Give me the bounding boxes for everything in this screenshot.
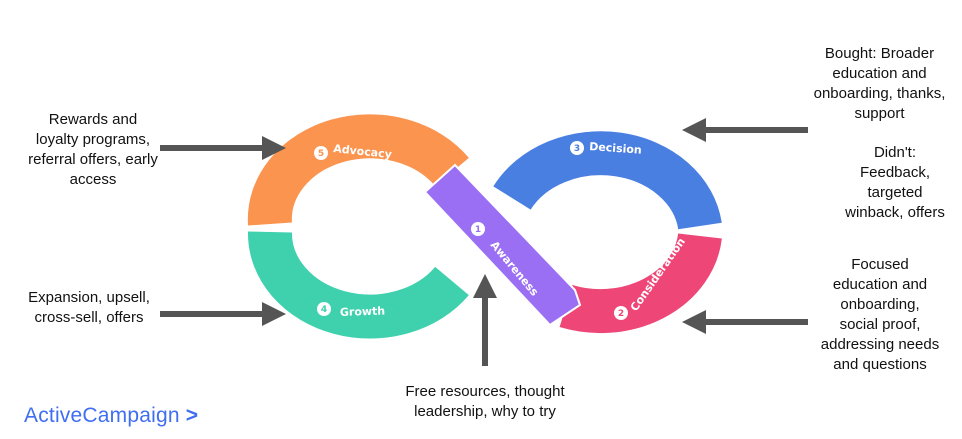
- svg-text:Decision: Decision: [589, 140, 642, 157]
- awareness-note: Free resources, thought leadership, why …: [405, 383, 565, 420]
- svg-text:3: 3: [574, 144, 580, 154]
- activecampaign-logo: ActiveCampaign >: [24, 404, 199, 427]
- svg-text:Advocacy: Advocacy: [333, 142, 393, 161]
- stage-4-label: 4 Growth: [317, 302, 385, 319]
- svg-text:4: 4: [321, 305, 327, 315]
- growth-note: Expansion, upsell, cross-sell, offers: [28, 289, 150, 326]
- stage-5-label: 5 Advocacy: [314, 142, 392, 161]
- decision-segment: [493, 131, 722, 231]
- svg-text:1: 1: [475, 225, 481, 235]
- decision-bought-note: Bought: Broader education and onboarding…: [813, 45, 946, 122]
- chevron-right-icon: >: [185, 404, 199, 427]
- decision-didnt-note: Didn't: Feedback, targeted winback, offe…: [845, 144, 945, 221]
- advocacy-segment: [247, 114, 469, 226]
- consideration-segment: [559, 232, 722, 334]
- svg-text:Growth: Growth: [340, 304, 386, 319]
- growth-segment: [248, 231, 469, 339]
- advocacy-note: Rewards and loyalty programs, referral o…: [28, 111, 158, 188]
- svg-text:5: 5: [318, 149, 324, 159]
- consideration-note: Focused education and onboarding, social…: [820, 256, 940, 373]
- svg-text:2: 2: [618, 309, 624, 319]
- stage-3-label: 3 Decision: [570, 140, 642, 157]
- awareness-segment: [423, 163, 582, 327]
